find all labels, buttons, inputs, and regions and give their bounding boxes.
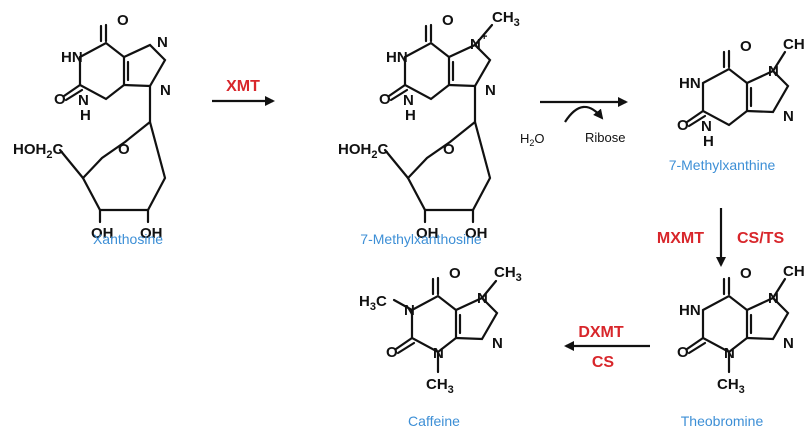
ribose-removal-step: H2O Ribose — [520, 97, 628, 148]
subscript-3: 3 — [739, 384, 745, 396]
methyl-group: H — [359, 293, 370, 310]
atom-nitrogen: N — [403, 92, 414, 109]
atom-hn: HN — [61, 49, 83, 66]
enzyme-label-cs-ts: CS/TS — [737, 230, 784, 247]
atom-nitrogen: N — [78, 92, 89, 109]
svg-text:CH3: CH3 — [717, 376, 745, 396]
atom-hydrogen: H — [405, 107, 416, 124]
hoh2c-group: HOH — [338, 141, 371, 158]
svg-text:CH3: CH3 — [492, 9, 520, 29]
subscript-3: 3 — [448, 384, 454, 396]
atom-oxygen: O — [54, 91, 66, 108]
charge-plus: + — [481, 31, 487, 43]
water-subscript: 2 — [529, 138, 534, 148]
atom-nitrogen: N — [768, 63, 779, 80]
enzyme-label-cs: CS — [592, 354, 615, 371]
atom-nitrogen: N — [701, 118, 712, 135]
compound-label-xanthosine: Xanthosine — [93, 231, 163, 247]
subscript-2: 2 — [371, 149, 377, 161]
atom-oxygen: O — [740, 38, 752, 55]
atom-oxygen: O — [118, 141, 130, 158]
atom-oxygen: O — [677, 344, 689, 361]
atom-nitrogen: N — [485, 82, 496, 99]
methyl-group: CH — [783, 263, 805, 280]
subscript-3: 3 — [514, 17, 520, 29]
svg-text:CH: CH — [783, 263, 805, 280]
svg-text:HOH2C: HOH2C — [13, 141, 63, 161]
subscript-2: 2 — [46, 149, 52, 161]
atom-nitrogen: N — [433, 345, 444, 362]
svg-text:H2O: H2O — [520, 131, 545, 148]
methyl-group: CH — [717, 376, 739, 393]
atom-hydroxyl: OH — [465, 225, 488, 242]
subscript-3: 3 — [370, 301, 376, 313]
atom-nitrogen: N — [477, 290, 488, 307]
methylxanthine-structure: O HN N CH O N H N — [677, 36, 805, 150]
atom-oxygen: O — [379, 91, 391, 108]
atom-hydroxyl: OH — [416, 225, 439, 242]
atom-nitrogen: N — [783, 108, 794, 125]
compound-label-7-methylxanthosine: 7-Methylxanthosine — [360, 231, 482, 247]
methyl-group: CH — [783, 36, 805, 53]
enzyme-label-mxmt: MXMT — [657, 230, 704, 247]
hoh2c-group: HOH — [13, 141, 46, 158]
atom-oxygen: O — [677, 117, 689, 134]
carbon-label: C — [376, 293, 387, 310]
atom-nitrogen: N — [157, 34, 168, 51]
compound-label-7-methylxanthine: 7-Methylxanthine — [669, 157, 776, 173]
theobromine-structure: O HN N CH O N N CH3 — [677, 263, 805, 396]
caffeine-structure: O N H3C N CH3 O N N CH3 — [359, 264, 522, 396]
subscript-3: 3 — [516, 272, 522, 284]
compound-label-theobromine: Theobromine — [681, 413, 764, 429]
atom-oxygen: O — [117, 12, 129, 29]
svg-text:CH: CH — [783, 36, 805, 53]
atom-hn: HN — [679, 75, 701, 92]
ribose-label: Ribose — [585, 130, 625, 145]
atom-hn: HN — [679, 302, 701, 319]
atom-hydroxyl: OH — [140, 225, 163, 242]
carbon-label: C — [52, 141, 63, 158]
svg-text:CH3: CH3 — [426, 376, 454, 396]
atom-oxygen: O — [442, 12, 454, 29]
carbon-label: C — [377, 141, 388, 158]
enzyme-label-xmt: XMT — [226, 78, 260, 95]
atom-nitrogen: N — [492, 335, 503, 352]
water-h: H — [520, 131, 529, 146]
atom-hn: HN — [386, 49, 408, 66]
svg-text:H3C: H3C — [359, 293, 387, 313]
atom-nitrogen: N — [783, 335, 794, 352]
atom-hydrogen: H — [703, 133, 714, 150]
curved-arrow — [564, 105, 604, 123]
atom-nitrogen: N — [404, 302, 415, 319]
water-o: O — [534, 131, 544, 146]
atom-hydrogen: H — [80, 107, 91, 124]
atom-hydroxyl: OH — [91, 225, 114, 242]
atom-nitrogen: N — [768, 290, 779, 307]
methylxanthosine-structure: O HN N + CH3 O N H N O HOH2C OH OH — [338, 9, 520, 242]
svg-text:HOH2C: HOH2C — [338, 141, 388, 161]
methyl-group: CH — [426, 376, 448, 393]
enzyme-label-dxmt: DXMT — [578, 324, 624, 341]
atom-nitrogen: N — [160, 82, 171, 99]
atom-oxygen: O — [740, 265, 752, 282]
svg-text:CH3: CH3 — [494, 264, 522, 284]
atom-oxygen: O — [386, 344, 398, 361]
atom-oxygen: O — [449, 265, 461, 282]
atom-oxygen: O — [443, 141, 455, 158]
xanthosine-structure: O HN N O N H N O HOH2C OH OH — [13, 12, 171, 242]
methyl-group: CH — [494, 264, 516, 281]
compound-label-caffeine: Caffeine — [408, 413, 460, 429]
methyl-group: CH — [492, 9, 514, 26]
atom-nitrogen: N — [724, 345, 735, 362]
atom-nitrogen: N — [470, 36, 481, 53]
